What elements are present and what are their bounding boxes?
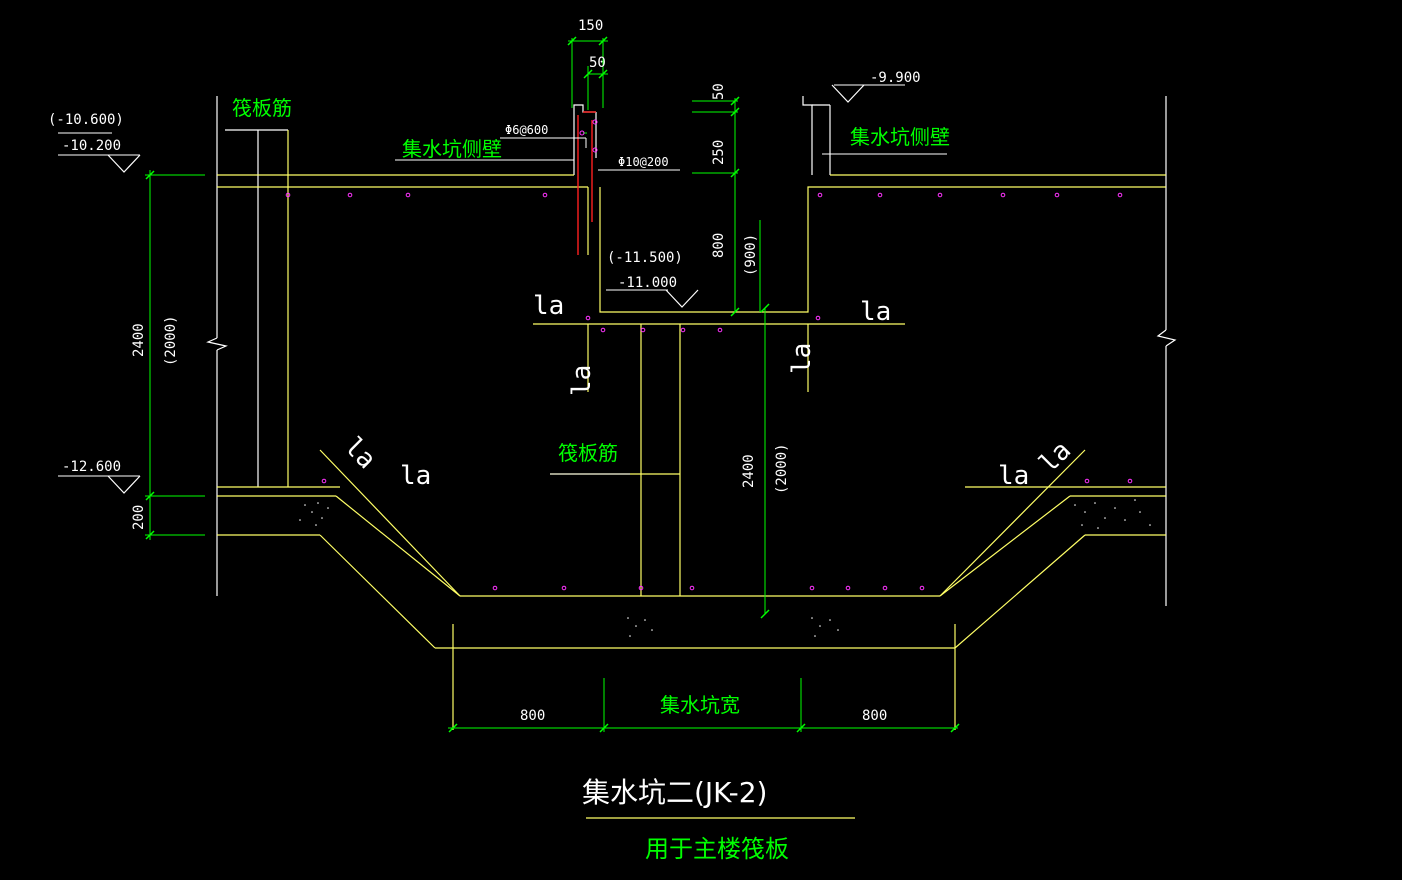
la-label: la bbox=[787, 343, 817, 374]
la-label: la bbox=[860, 297, 891, 327]
dim-150: 150 bbox=[578, 18, 603, 34]
dim-2000-mid: (2000) bbox=[774, 443, 790, 494]
dim-2000-left: (2000) bbox=[163, 315, 179, 366]
elevation-11000: -11.000 bbox=[618, 275, 677, 291]
la-label: la bbox=[567, 365, 597, 396]
elevation-9900: -9.900 bbox=[870, 70, 921, 86]
elevation-12600: -12.600 bbox=[62, 459, 121, 475]
rebar-spec-10-200: Φ10@200 bbox=[618, 155, 669, 169]
dim-800-right: 800 bbox=[862, 708, 887, 724]
rebar-spec-6-600: Φ6@600 bbox=[505, 123, 548, 137]
label-raft-rebar-mid: 筏板筋 bbox=[558, 441, 618, 465]
concrete-hatch bbox=[299, 499, 1151, 637]
rebar-spec-texts: Φ6@600 Φ10@200 bbox=[505, 123, 669, 169]
dimension-lines bbox=[145, 38, 958, 732]
dim-2400-mid: 2400 bbox=[741, 454, 757, 488]
label-pit-width: 集水坑宽 bbox=[660, 693, 740, 717]
dim-250: 250 bbox=[711, 140, 727, 165]
la-label: la bbox=[400, 461, 431, 491]
elevation-11500: (-11.500) bbox=[607, 250, 683, 266]
dim-50-top: 50 bbox=[589, 55, 606, 71]
drawing-title: 集水坑二(JK-2) bbox=[582, 776, 767, 809]
la-label: la bbox=[998, 461, 1029, 491]
dim-800-left: 800 bbox=[520, 708, 545, 724]
dim-900: (900) bbox=[743, 234, 759, 276]
elevation-markers bbox=[107, 84, 865, 494]
elevation-10200: -10.200 bbox=[62, 138, 121, 154]
dim-800: 800 bbox=[711, 233, 727, 258]
structure-outline bbox=[206, 96, 1177, 606]
dim-200: 200 bbox=[131, 505, 147, 530]
elevation-texts: (-10.600) -10.200 -12.600 (-11.500) -11.… bbox=[48, 70, 921, 475]
elevation-10600: (-10.600) bbox=[48, 112, 124, 128]
dimension-texts: 150 50 800 800 50 250 800 (900) 2400 (20… bbox=[131, 18, 887, 724]
dim-50-right: 50 bbox=[711, 83, 727, 100]
leader-lines bbox=[58, 84, 947, 477]
rebar-dots bbox=[285, 119, 1133, 591]
label-texts: 筏板筋 集水坑侧壁 集水坑侧壁 筏板筋 集水坑宽 bbox=[232, 96, 950, 717]
label-pit-side-wall-left: 集水坑侧壁 bbox=[402, 137, 502, 161]
la-label: la bbox=[533, 291, 564, 321]
label-raft-rebar-left: 筏板筋 bbox=[232, 96, 292, 120]
drawing-subtitle: 用于主楼筏板 bbox=[645, 835, 789, 863]
dimension-ticks bbox=[145, 36, 960, 733]
rebar-lines bbox=[217, 130, 1166, 819]
dim-2400-left: 2400 bbox=[131, 323, 147, 357]
label-pit-side-wall-right: 集水坑侧壁 bbox=[850, 125, 950, 149]
